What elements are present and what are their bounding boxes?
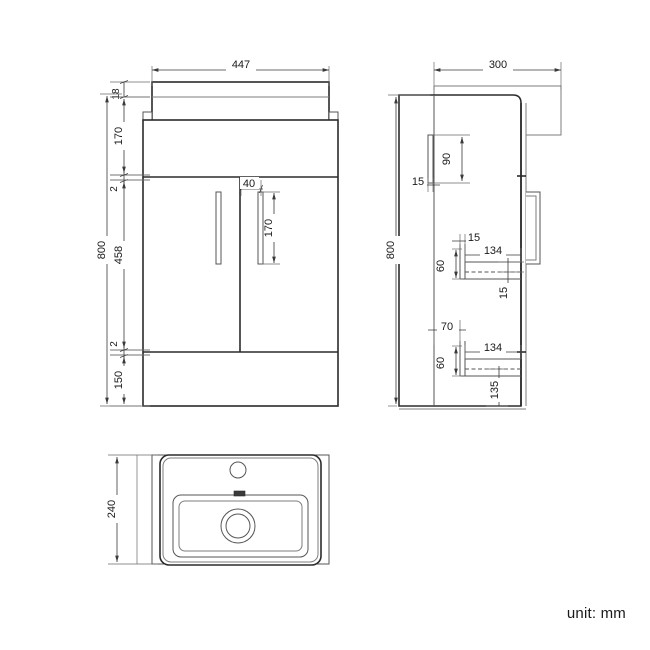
front-cabinet-body bbox=[142, 119, 339, 407]
dim-label-2-upper: 2 bbox=[109, 186, 120, 192]
dim-label-300: 300 bbox=[489, 59, 507, 71]
dim-60-mid: 60 bbox=[435, 248, 462, 280]
side-cabinet-body bbox=[398, 94, 527, 410]
dim-label-800-front: 800 bbox=[96, 241, 108, 259]
dim-label-15-hinge: 15 bbox=[412, 176, 424, 188]
dim-label-800-side: 800 bbox=[385, 241, 397, 259]
dim-label-70: 70 bbox=[441, 321, 453, 333]
dim-150: 150 bbox=[110, 354, 150, 407]
dim-15-mid-right: 15 bbox=[498, 258, 524, 303]
dim-depth-300: 300 bbox=[433, 58, 562, 90]
dim-label-15-mid-right: 15 bbox=[498, 287, 510, 299]
dim-label-40: 40 bbox=[243, 178, 255, 190]
top-plan-view: 240 bbox=[106, 454, 330, 566]
dim-label-150: 150 bbox=[113, 371, 125, 389]
front-door-handle-right bbox=[257, 191, 264, 265]
dim-label-134-mid: 134 bbox=[484, 245, 502, 257]
front-door-handle-left bbox=[215, 191, 222, 265]
front-elevation-view: 447 18 170 2 bbox=[96, 58, 339, 407]
dim-134-low: 134 bbox=[464, 341, 522, 359]
dim-90: 90 bbox=[433, 134, 470, 184]
unit-note: unit: mm bbox=[566, 605, 626, 622]
dim-170-handle: 170 bbox=[262, 191, 280, 265]
plan-overflow-slot bbox=[233, 490, 246, 497]
side-upper-bracket bbox=[427, 134, 434, 184]
dim-label-60-mid: 60 bbox=[435, 260, 447, 272]
plan-drain-waste bbox=[220, 508, 256, 544]
dim-label-2-lower: 2 bbox=[109, 341, 120, 347]
dim-label-135: 135 bbox=[489, 381, 501, 399]
dim-15-mid: 15 bbox=[452, 231, 483, 248]
dim-458: 458 bbox=[110, 179, 150, 351]
dim-label-90: 90 bbox=[441, 153, 453, 165]
plan-tap-hole bbox=[229, 461, 247, 479]
dim-134-mid: 134 bbox=[464, 244, 522, 262]
dim-170-top: 170 bbox=[110, 96, 150, 176]
dim-60-low: 60 bbox=[435, 345, 462, 377]
dim-label-170-top: 170 bbox=[113, 127, 125, 145]
dim-label-458: 458 bbox=[113, 246, 125, 264]
dim-width-447: 447 bbox=[151, 58, 330, 86]
dim-800-side: 800 bbox=[385, 94, 430, 407]
dim-135: 135 bbox=[486, 366, 508, 407]
side-elevation-view: 300 800 90 15 bbox=[385, 58, 562, 410]
dim-70: 70 bbox=[428, 320, 466, 345]
dim-15-hinge: 15 bbox=[410, 175, 440, 192]
dim-label-15-mid: 15 bbox=[468, 232, 480, 244]
dim-240: 240 bbox=[106, 454, 158, 565]
dim-label-134-low: 134 bbox=[484, 342, 502, 354]
dim-800-front: 800 bbox=[96, 93, 141, 407]
side-door-handle bbox=[526, 191, 541, 265]
dim-label-447: 447 bbox=[232, 59, 250, 71]
dim-label-240: 240 bbox=[106, 500, 118, 518]
dim-label-170-handle: 170 bbox=[263, 219, 275, 237]
dim-40: 40 bbox=[239, 177, 263, 196]
dim-label-60-low: 60 bbox=[435, 357, 447, 369]
